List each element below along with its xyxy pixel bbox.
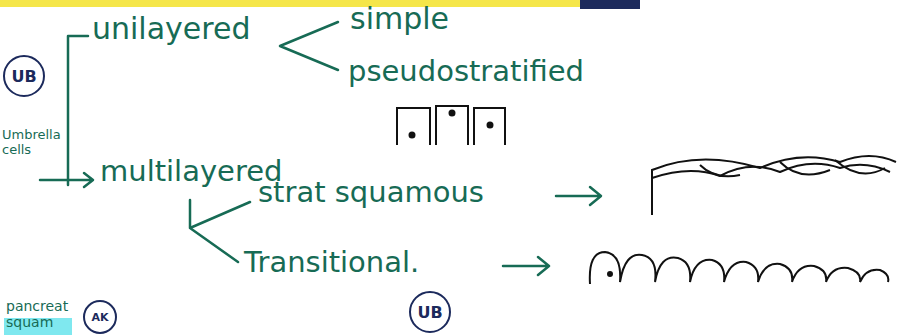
- arrow: [503, 257, 549, 275]
- handwritten-label: simple: [350, 2, 449, 37]
- handwritten-label: multilayered: [100, 155, 282, 188]
- branch-lines: [190, 200, 250, 262]
- handwritten-label: Umbrella cells: [2, 128, 64, 158]
- circle-text: UB: [11, 67, 36, 86]
- handwritten-label: strat squamous: [258, 176, 484, 209]
- circle-text: AK: [91, 311, 108, 324]
- top-block: [580, 0, 640, 9]
- handwritten-label: pancreat squam: [6, 298, 76, 330]
- handwritten-label: unilayered: [92, 12, 250, 47]
- branch-lines: [280, 22, 338, 70]
- circled-note: UB: [409, 291, 451, 333]
- circled-note: AK: [83, 300, 117, 334]
- bracket-line: [68, 36, 88, 185]
- circle-text: UB: [417, 303, 442, 322]
- handwritten-label: Transitional.: [244, 246, 419, 279]
- circled-note: UB: [3, 55, 45, 97]
- handwritten-label: pseudostratified: [348, 55, 584, 88]
- umbrella-arrow: [40, 173, 93, 187]
- arrow: [556, 187, 601, 205]
- top-bar: [0, 0, 580, 7]
